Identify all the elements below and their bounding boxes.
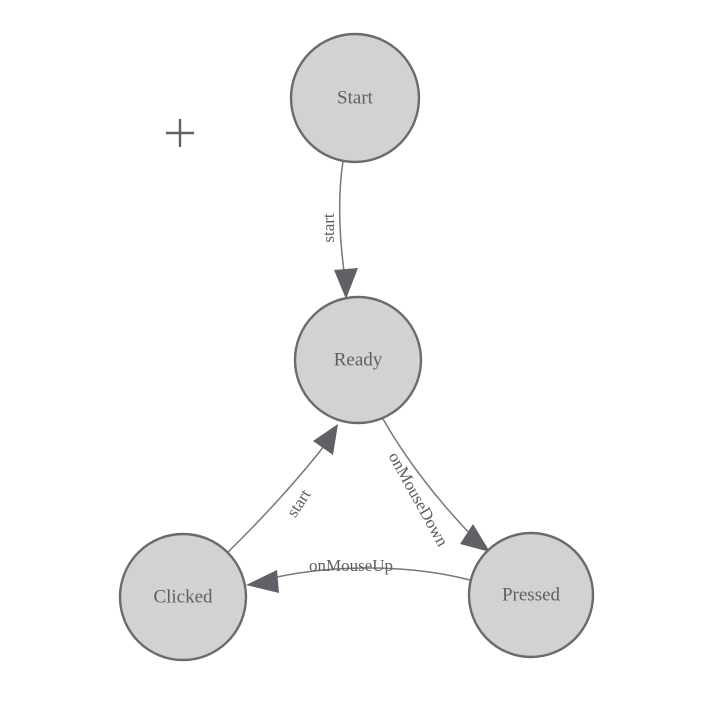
edge-start-to-ready-path <box>338 160 346 279</box>
edge-pressed-to-clicked[interactable]: onMouseUp <box>246 556 471 593</box>
edge-ready-to-pressed-label: onMouseDown <box>385 449 453 550</box>
node-clicked-label: Clicked <box>153 586 213 607</box>
edge-clicked-to-ready-path <box>226 445 325 554</box>
edge-ready-to-pressed[interactable]: onMouseDown <box>382 418 490 552</box>
plus-marker-icon <box>166 119 194 147</box>
node-start-label: Start <box>337 87 374 108</box>
edge-clicked-to-ready-arrowhead <box>313 424 338 455</box>
edge-pressed-to-clicked-path <box>263 567 471 581</box>
node-clicked-circle <box>118 532 248 662</box>
edge-ready-to-pressed-arrowhead <box>460 524 490 552</box>
edge-start-to-ready-arrowhead <box>334 268 358 299</box>
node-pressed[interactable]: Pressed <box>467 531 595 659</box>
node-pressed-circle <box>467 531 595 659</box>
node-ready-label: Ready <box>334 349 383 370</box>
edge-clicked-to-ready[interactable]: start <box>226 424 338 554</box>
edge-start-to-ready[interactable]: start <box>319 160 358 299</box>
node-pressed-label: Pressed <box>502 584 561 605</box>
node-ready-circle <box>293 295 423 425</box>
node-start-circle <box>289 32 421 164</box>
edge-start-to-ready-label: start <box>319 213 338 243</box>
node-ready[interactable]: Ready <box>293 295 423 425</box>
node-clicked[interactable]: Clicked <box>118 532 248 662</box>
edge-ready-to-pressed-path <box>382 418 475 539</box>
node-start[interactable]: Start <box>289 32 421 164</box>
edge-pressed-to-clicked-arrowhead <box>246 570 279 593</box>
edge-pressed-to-clicked-label: onMouseUp <box>309 556 393 575</box>
